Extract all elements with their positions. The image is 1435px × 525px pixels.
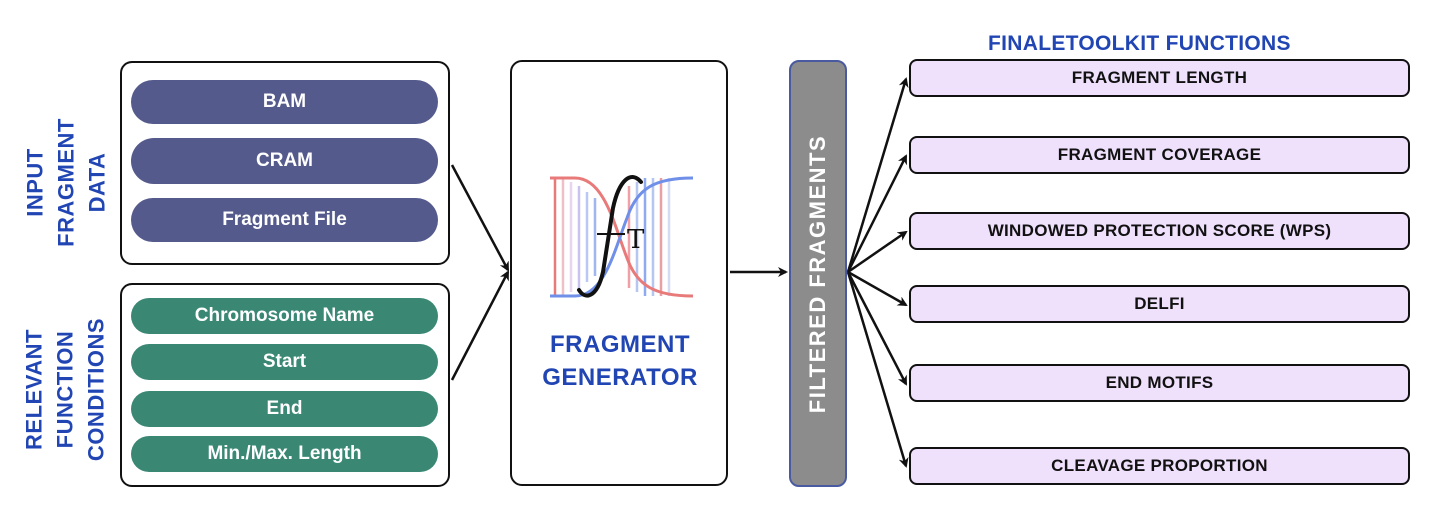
functions-title: FINALETOOLKIT FUNCTIONS bbox=[988, 32, 1291, 55]
fragment-generator-title: FRAGMENT GENERATOR bbox=[520, 328, 720, 394]
function-delfi: DELFI bbox=[909, 285, 1410, 323]
function-wps: WINDOWED PROTECTION SCORE (WPS) bbox=[909, 212, 1410, 250]
generator-title-line-2: GENERATOR bbox=[542, 364, 698, 391]
arrow-to-delfi bbox=[847, 270, 908, 307]
function-fragment-length: FRAGMENT LENGTH bbox=[909, 59, 1410, 97]
arrow-to-cleavage-proportion bbox=[846, 271, 909, 468]
condition-item-start: Start bbox=[131, 344, 438, 380]
input-item-cram: CRAM bbox=[131, 138, 438, 184]
svg-text:T: T bbox=[627, 225, 645, 255]
arrow-input-to-generator bbox=[450, 164, 510, 272]
arrow-to-fragment-coverage bbox=[846, 154, 908, 273]
function-end-motifs: END MOTIFS bbox=[909, 364, 1410, 402]
condition-item-chromosome-name: Chromosome Name bbox=[131, 298, 438, 334]
condition-item-min-max-length: Min./Max. Length bbox=[131, 436, 438, 472]
dna-integral-logo-icon: T bbox=[550, 175, 694, 298]
input-item-fragment-file: Fragment File bbox=[131, 198, 438, 242]
arrow-to-wps bbox=[847, 230, 908, 274]
function-cleavage-proportion: CLEAVAGE PROPORTION bbox=[909, 447, 1410, 485]
arrow-to-end-motifs bbox=[846, 271, 908, 386]
condition-item-end: End bbox=[131, 391, 438, 427]
function-fragment-coverage: FRAGMENT COVERAGE bbox=[909, 136, 1410, 174]
arrow-to-fragment-length bbox=[846, 77, 909, 273]
fragment-generator-box bbox=[510, 60, 728, 486]
input-item-bam: BAM bbox=[131, 80, 438, 124]
filtered-fragments-box bbox=[789, 60, 847, 487]
generator-title-line-1: FRAGMENT bbox=[550, 331, 690, 358]
arrow-conditions-to-generator bbox=[450, 270, 510, 381]
